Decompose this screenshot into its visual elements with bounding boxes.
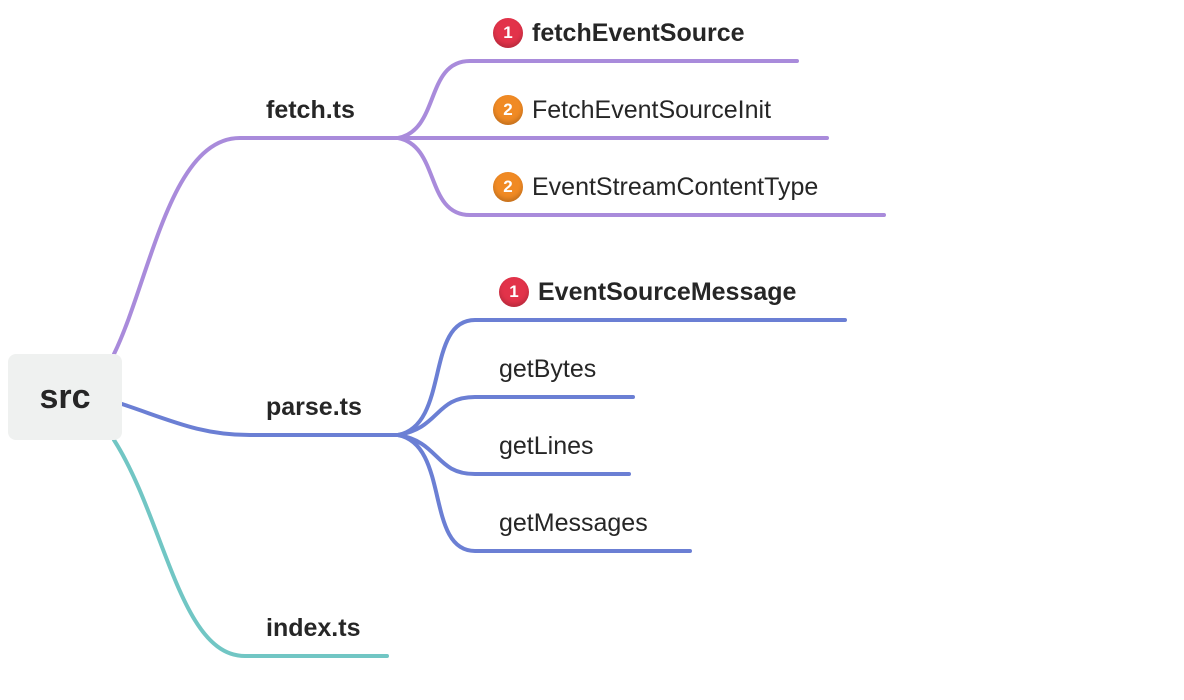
leaf-label: getLines xyxy=(499,432,594,460)
branch-node-index-ts[interactable]: index.ts xyxy=(266,611,360,645)
connector-src-index xyxy=(112,438,389,658)
connector-parse-child-2 xyxy=(396,395,635,437)
leaf-node-getlines[interactable]: getLines xyxy=(499,429,594,463)
branch-label: index.ts xyxy=(266,614,361,642)
root-node-label: src xyxy=(39,377,91,416)
leaf-label: getMessages xyxy=(499,509,648,537)
connector-src-parse xyxy=(120,402,400,437)
priority-2-icon: 2 xyxy=(493,95,523,125)
leaf-node-eventstreamcontenttype[interactable]: 2 EventStreamContentType xyxy=(493,170,818,204)
connector-fetch-child-3 xyxy=(396,136,886,217)
branch-label: fetch.ts xyxy=(266,96,355,124)
branch-node-parse-ts[interactable]: parse.ts xyxy=(266,390,362,424)
connector-parse-child-1 xyxy=(396,318,847,437)
leaf-node-fetcheventsource[interactable]: 1 fetchEventSource xyxy=(493,16,745,50)
connector-fetch-child-1 xyxy=(396,59,799,140)
leaf-label: fetchEventSource xyxy=(532,19,745,47)
branch-label: parse.ts xyxy=(266,393,362,421)
leaf-label: EventSourceMessage xyxy=(538,278,797,306)
priority-2-icon: 2 xyxy=(493,172,523,202)
priority-1-icon: 1 xyxy=(493,18,523,48)
leaf-label: FetchEventSourceInit xyxy=(532,96,772,124)
leaf-label: EventStreamContentType xyxy=(532,173,819,201)
leaf-node-getmessages[interactable]: getMessages xyxy=(499,506,648,540)
leaf-node-eventsourcemessage[interactable]: 1 EventSourceMessage xyxy=(499,275,796,309)
connector-parse-child-4 xyxy=(396,433,692,553)
leaf-node-getbytes[interactable]: getBytes xyxy=(499,352,596,386)
branch-node-fetch-ts[interactable]: fetch.ts xyxy=(266,93,355,127)
root-node-src[interactable]: src xyxy=(8,354,122,440)
connector-src-fetch xyxy=(112,136,400,356)
leaf-label: getBytes xyxy=(499,355,597,383)
priority-1-icon: 1 xyxy=(499,277,529,307)
leaf-node-fetcheventsourceinit[interactable]: 2 FetchEventSourceInit xyxy=(493,93,771,127)
